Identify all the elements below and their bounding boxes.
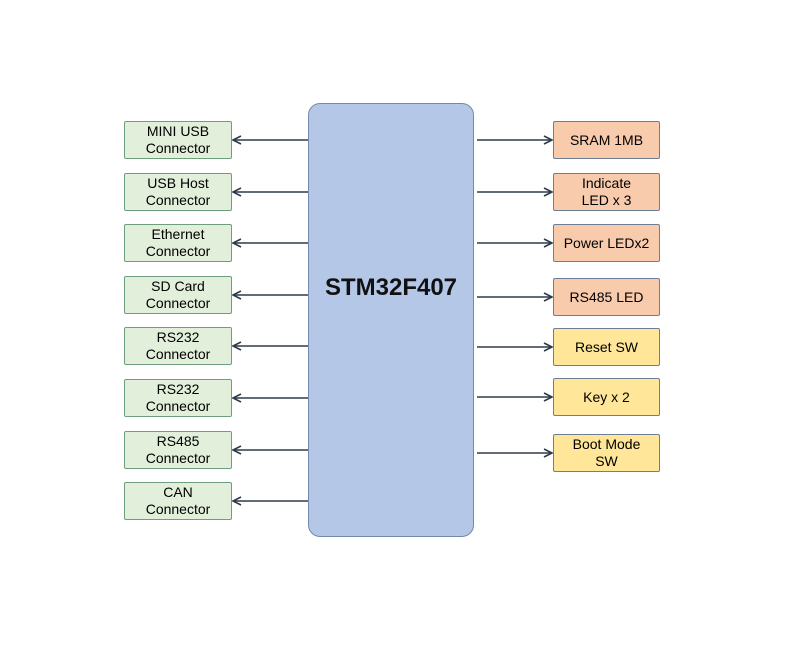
right-peripheral-box: Power LEDx2 [553,224,660,262]
right-peripheral-box: Key x 2 [553,378,660,416]
left-connector-box: SD Card Connector [124,276,232,314]
left-connector-box: CAN Connector [124,482,232,520]
mcu-label: STM32F407 [324,274,458,301]
right-peripheral-box: Indicate LED x 3 [553,173,660,211]
mcu-block: STM32F407 [308,103,474,537]
left-connector-box: RS232 Connector [124,327,232,365]
left-connector-box: USB Host Connector [124,173,232,211]
left-connector-box: Ethernet Connector [124,224,232,262]
left-connector-box: RS232 Connector [124,379,232,417]
right-peripheral-box: RS485 LED [553,278,660,316]
left-connector-box: MINI USB Connector [124,121,232,159]
right-peripheral-box: Reset SW [553,328,660,366]
right-peripheral-box: Boot Mode SW [553,434,660,472]
right-peripheral-box: SRAM 1MB [553,121,660,159]
left-connector-box: RS485 Connector [124,431,232,469]
